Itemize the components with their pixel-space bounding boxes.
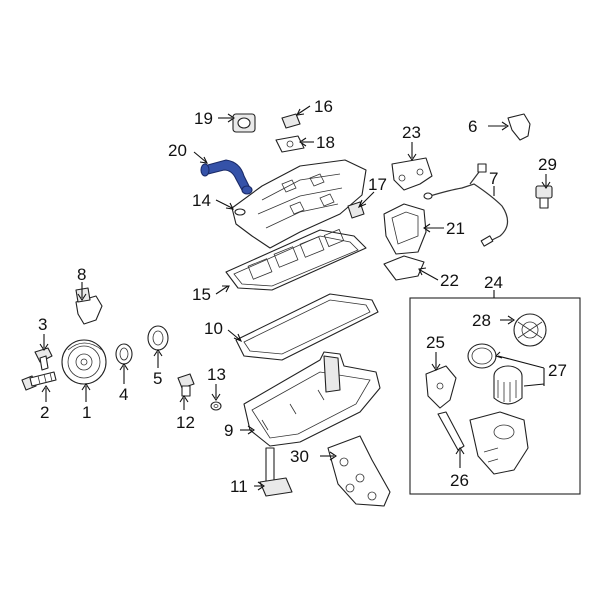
part-28-cap [513,313,547,347]
callout-9: 9 [224,421,233,440]
callout-6: 6 [468,117,477,136]
leader-lines [39,105,551,491]
callout-22: 22 [440,271,459,290]
part-10-oil-pan-gasket [235,293,379,361]
part-29-sensor [535,185,553,209]
part-22-gasket [383,255,425,281]
callout-21: 21 [446,219,465,238]
part-3-bolt [34,347,53,371]
callout-10: 10 [204,319,223,338]
callout-23: 23 [402,123,421,142]
callout-15: 15 [192,285,211,304]
callout-29: 29 [538,155,557,174]
part-1-pulley [61,339,107,385]
part-2-bolt [21,371,57,391]
callout-8: 8 [77,265,86,284]
callout-12: 12 [176,413,195,432]
callout-14: 14 [192,191,211,210]
callout-5: 5 [153,369,162,388]
part-15-valve-cover-gasket [225,228,367,291]
callout-27: 27 [548,361,567,380]
part-19-cap [232,113,256,133]
part-27-filter [493,365,523,405]
part-7-sensor-wire [423,163,509,247]
inset-box-24 [409,297,581,495]
part-12-plug [177,373,195,397]
callout-18: 18 [316,133,335,152]
part-4-seal [115,343,133,365]
part-20-highlighted-pipe[interactable] [200,159,253,195]
part-13-washer [210,401,222,411]
callout-11: 11 [230,477,248,496]
part-21-housing [383,203,427,255]
part-14-valve-cover [231,159,367,249]
part-18-gasket [275,135,305,153]
callout-24: 24 [484,273,503,292]
callout-25: 25 [426,333,445,352]
part-8-sensor [75,287,103,325]
callout-17: 17 [368,175,387,194]
part-11-sensor [259,447,293,497]
callout-7: 7 [489,169,498,188]
callout-1: 1 [82,403,91,422]
part-16-clip [281,113,301,129]
part-5-seal [147,325,169,351]
callout-20: 20 [168,141,187,160]
callout-19: 19 [194,109,213,128]
callout-2: 2 [40,403,49,422]
callout-16: 16 [314,97,333,116]
part-oil-filter-housing [469,411,529,475]
part-23-bracket [391,157,433,191]
callout-3: 3 [38,315,47,334]
part-30-bracket [327,435,391,507]
callout-4: 4 [119,385,128,404]
callout-26: 26 [450,471,469,490]
part-25-bracket [425,365,457,409]
callout-28: 28 [472,311,491,330]
part-27-o-ring [467,343,497,369]
part-9-oil-pan [243,351,381,447]
part-26-gasket [437,411,465,451]
callout-labels: 1 2 3 4 5 6 7 8 9 10 11 12 13 14 15 16 1… [38,97,567,496]
callout-13: 13 [207,365,226,384]
callout-30: 30 [290,447,309,466]
part-6-sensor [507,113,531,141]
